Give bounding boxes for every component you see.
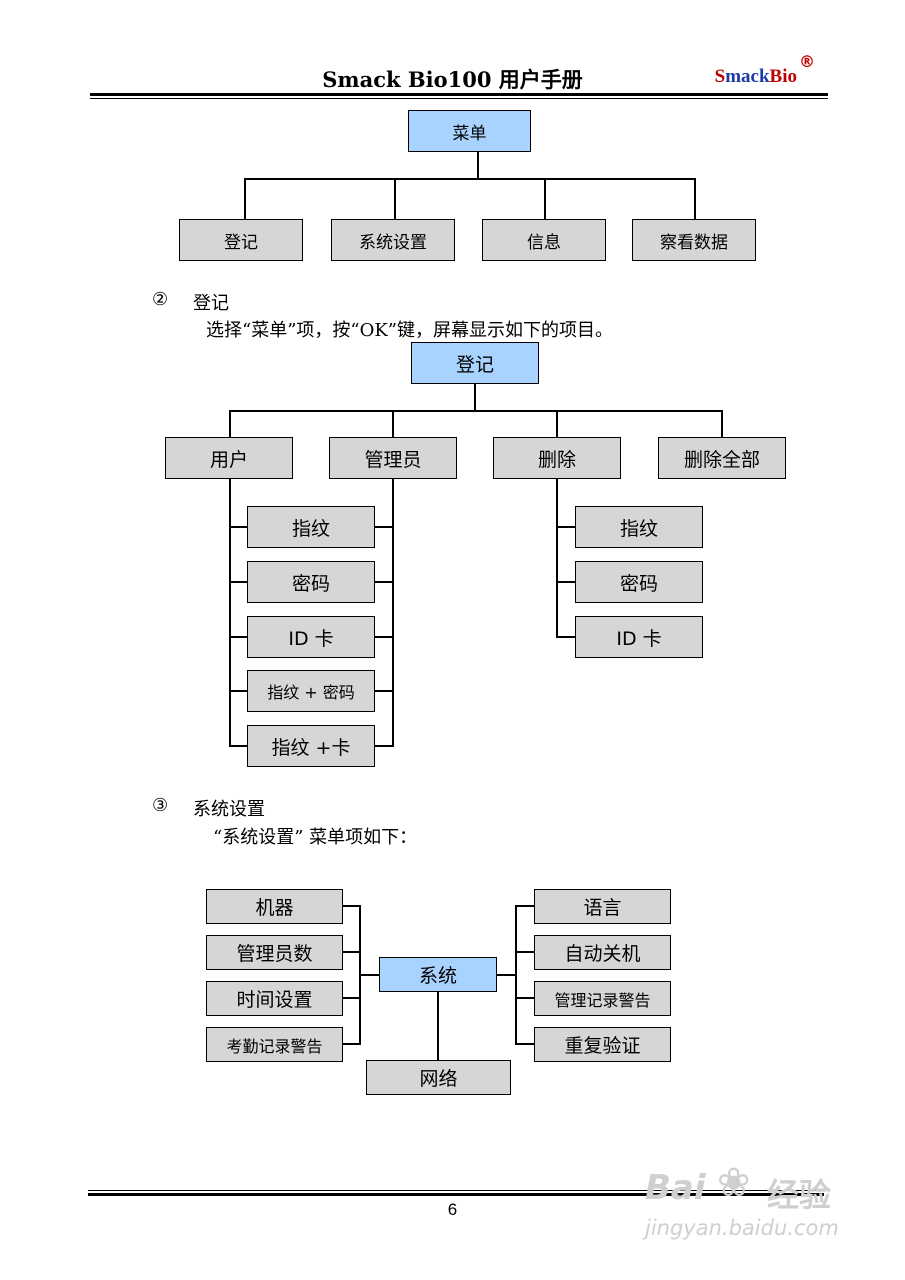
register-connector	[229, 636, 247, 638]
system-left-admin-count: 管理员数	[206, 935, 343, 970]
footer-rule-thin	[88, 1190, 824, 1191]
delete-option-password: 密码	[575, 561, 703, 603]
register-connector	[375, 745, 394, 747]
system-connector	[497, 974, 517, 976]
system-connector	[343, 1043, 361, 1045]
register-item-delete-all: 删除全部	[658, 437, 786, 479]
register-connector	[392, 479, 394, 747]
system-connector	[343, 905, 361, 907]
register-connector	[721, 410, 723, 438]
register-connector	[556, 410, 558, 438]
register-connector	[229, 745, 247, 747]
watermark-bai-text: Bai	[645, 1168, 706, 1208]
register-connector	[392, 410, 394, 438]
menu-connector	[694, 178, 696, 220]
menu-connector	[544, 178, 546, 220]
system-right-auto-shutdown: 自动关机	[534, 935, 671, 970]
system-connector	[515, 905, 517, 1045]
register-connector	[375, 690, 394, 692]
brand-logo-mack: mack	[725, 66, 770, 87]
system-right-language: 语言	[534, 889, 671, 924]
system-right-admin-record-warning: 管理记录警告	[534, 981, 671, 1016]
baidu-watermark: Bai ❀ 经验 jingyan.baidu.com	[645, 1148, 860, 1248]
menu-item-view-data: 察看数据	[632, 219, 756, 261]
system-connector	[515, 905, 534, 907]
menu-connector	[477, 152, 479, 179]
section2-description: 选择“菜单”项，按“OK”键，屏幕显示如下的项目。	[206, 320, 614, 341]
system-left-time-settings: 时间设置	[206, 981, 343, 1016]
system-connector	[437, 992, 439, 1061]
page-header-title: Smack Bio100 用户手册	[322, 67, 583, 92]
register-item-delete: 删除	[493, 437, 621, 479]
user-option-password: 密码	[247, 561, 375, 603]
system-left-machine: 机器	[206, 889, 343, 924]
brand-logo: SmackBio	[715, 66, 797, 88]
register-connector	[375, 636, 394, 638]
register-item-admin: 管理员	[329, 437, 457, 479]
user-option-fingerprint-card: 指纹 +卡	[247, 725, 375, 767]
header-rule-thick	[90, 93, 828, 96]
register-connector	[474, 384, 476, 412]
section2-number: ②	[152, 289, 169, 310]
menu-connector	[244, 178, 246, 220]
user-option-fingerprint: 指纹	[247, 506, 375, 548]
watermark-jingyan-text: 经验	[767, 1176, 832, 1214]
register-root-box: 登记	[411, 342, 539, 384]
menu-root-box: 菜单	[408, 110, 531, 152]
system-left-attendance-warning: 考勤记录警告	[206, 1027, 343, 1062]
user-option-id-card: ID 卡	[247, 616, 375, 658]
register-connector	[229, 526, 247, 528]
system-connector	[515, 1043, 534, 1045]
menu-connector	[394, 178, 396, 220]
section3-title: 系统设置	[193, 799, 265, 820]
register-item-user: 用户	[165, 437, 293, 479]
system-right-repeat-verify: 重复验证	[534, 1027, 671, 1062]
register-connector	[375, 581, 394, 583]
register-connector	[229, 410, 231, 438]
register-connector	[556, 636, 575, 638]
user-option-fingerprint-password: 指纹 + 密码	[247, 670, 375, 712]
system-connector	[359, 974, 379, 976]
system-bottom-network: 网络	[366, 1060, 511, 1095]
brand-logo-bio: Bio	[769, 66, 797, 87]
header-rule-thin	[90, 98, 828, 99]
register-connector	[556, 581, 575, 583]
system-root-box: 系统	[379, 957, 497, 992]
section2-title: 登记	[193, 293, 229, 314]
section3-description: “系统设置” 菜单项如下：	[213, 827, 418, 848]
register-connector	[375, 526, 394, 528]
delete-option-fingerprint: 指纹	[575, 506, 703, 548]
registered-mark: ®	[799, 52, 815, 71]
system-connector	[343, 951, 361, 953]
section3-number: ③	[152, 795, 169, 816]
brand-logo-s: S	[714, 66, 726, 87]
menu-connector	[244, 178, 696, 180]
watermark-url: jingyan.baidu.com	[645, 1216, 839, 1240]
menu-item-system-settings: 系统设置	[331, 219, 455, 261]
page-number: 6	[447, 1200, 458, 1219]
register-connector	[229, 410, 723, 412]
menu-item-register: 登记	[179, 219, 303, 261]
footer-rule-thick	[88, 1193, 824, 1196]
paw-icon: ❀	[717, 1160, 751, 1206]
system-connector	[343, 997, 361, 999]
register-connector	[229, 690, 247, 692]
system-connector	[515, 951, 534, 953]
delete-option-id-card: ID 卡	[575, 616, 703, 658]
register-connector	[556, 479, 558, 638]
register-connector	[556, 526, 575, 528]
system-connector	[515, 997, 534, 999]
menu-item-info: 信息	[482, 219, 606, 261]
register-connector	[229, 479, 231, 747]
register-connector	[229, 581, 247, 583]
